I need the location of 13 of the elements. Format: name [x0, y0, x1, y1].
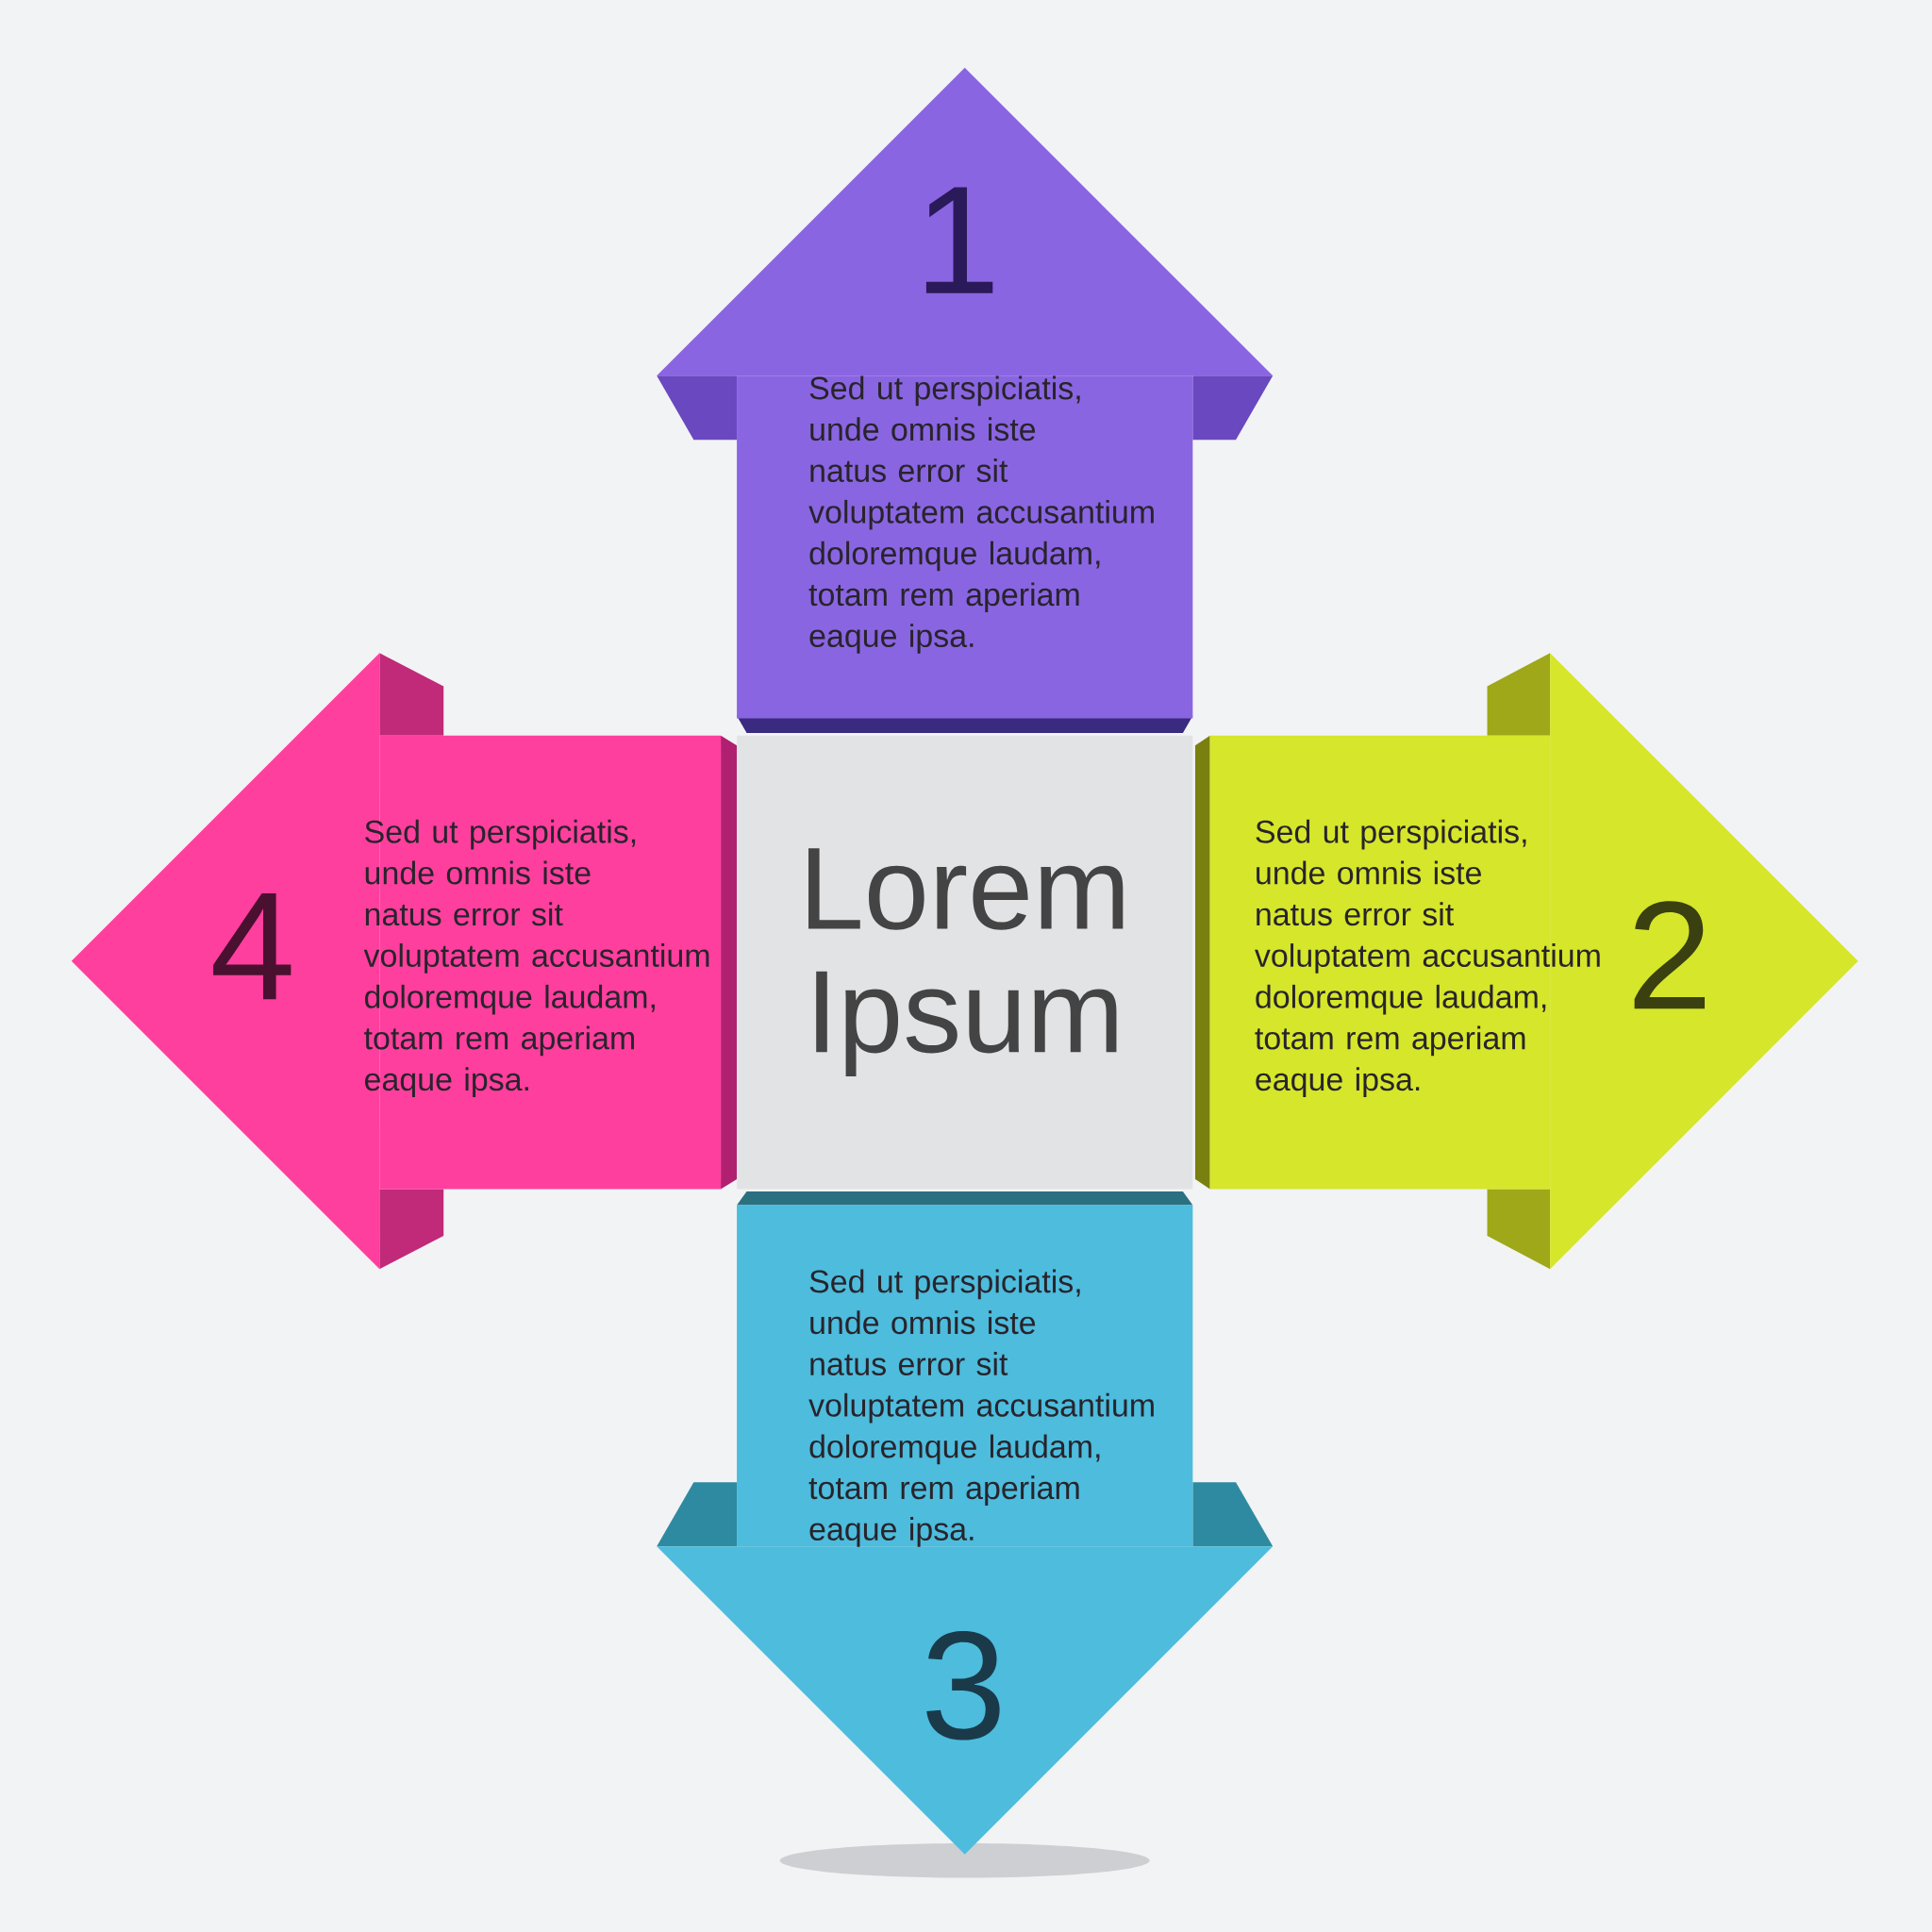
center-box: Lorem Ipsum [737, 735, 1193, 1190]
step-number: 4 [213, 892, 291, 1000]
step-number: 2 [1634, 901, 1705, 1009]
step-description: Sed ut perspiciatis, unde omnis iste natus error sit voluptatem accusantium doloremque laudam, totam rem aperiam eaque ipsa. [1255, 819, 1600, 1097]
arrow-shape [657, 67, 1274, 734]
step-description: Sed ut perspiciatis, unde omnis iste natus error sit voluptatem accusantium doloremque laudam, totam rem aperiam eaque ipsa. [363, 819, 709, 1097]
step-description: Sed ut perspiciatis, unde omnis iste natus error sit voluptatem accusantium doloremque laudam, totam rem aperiam eaque ipsa. [808, 1269, 1154, 1547]
arrow-shape [657, 1191, 1274, 1855]
arrow-shape [1194, 653, 1858, 1270]
step-description: Sed ut perspiciatis, unde omnis iste natus error sit voluptatem accusantium doloremque laudam, totam rem aperiam eaque ipsa. [808, 375, 1154, 654]
step-number: 3 [926, 1631, 1000, 1740]
arrow-shape [71, 653, 738, 1270]
step-number: 1 [925, 187, 993, 293]
